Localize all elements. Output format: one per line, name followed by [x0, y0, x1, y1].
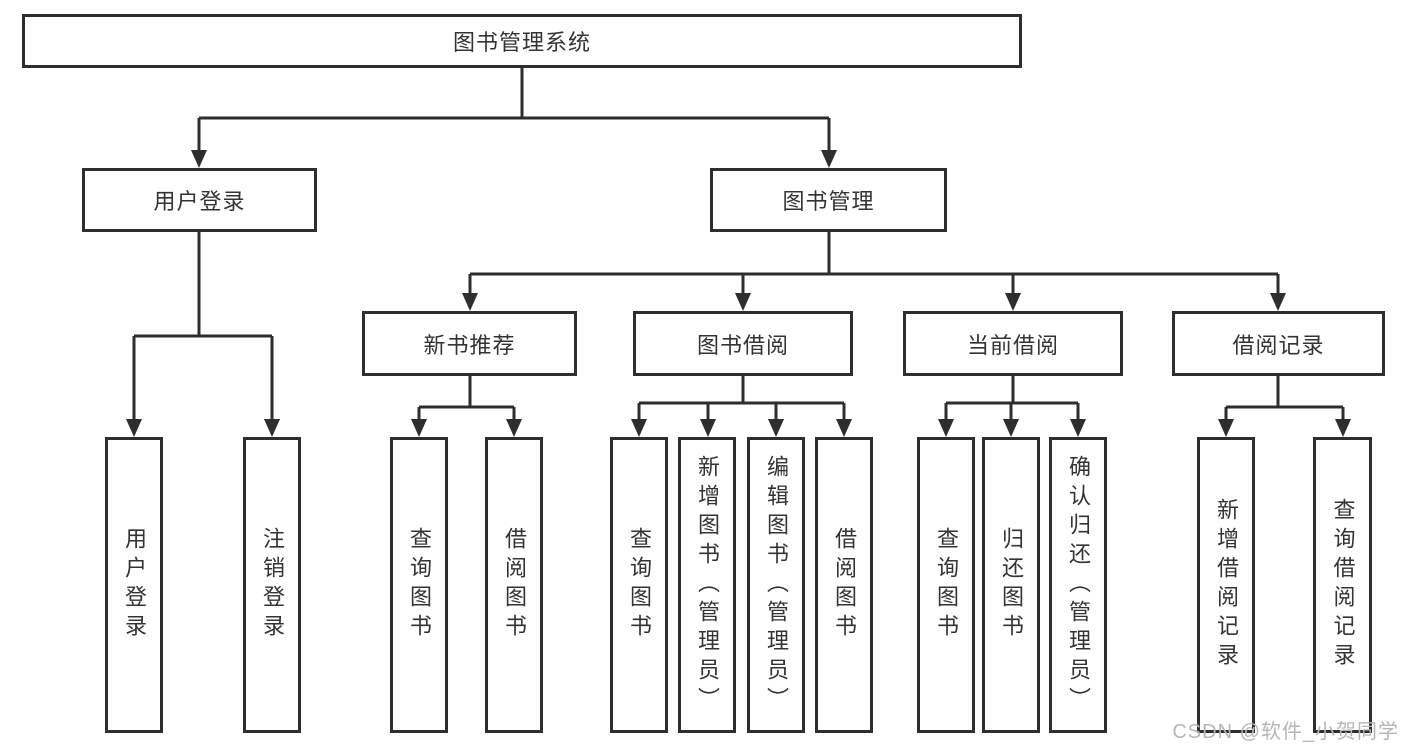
leaf-borrow-query-label: 查询图书 — [627, 527, 652, 643]
node-current-borrow-label: 当前借阅 — [966, 332, 1059, 358]
leaf-current-return: 归还图书 — [982, 437, 1040, 733]
node-user-login: 用户登录 — [82, 168, 317, 232]
node-borrow-record-label: 借阅记录 — [1232, 332, 1325, 358]
node-user-login-label: 用户登录 — [153, 189, 246, 214]
node-new-book-recommend-label: 新书推荐 — [423, 332, 516, 358]
node-borrow-record: 借阅记录 — [1172, 311, 1385, 376]
csdn-watermark: CSDN @软件_小贺同学 — [1172, 721, 1399, 743]
leaf-borrow-book: 借阅图书 — [815, 437, 873, 733]
leaf-current-return-label: 归还图书 — [999, 527, 1024, 643]
leaf-borrow-edit-admin: 编辑图书（管理员） — [747, 437, 805, 733]
leaf-borrow-add-admin-label: 新增图书（管理员） — [695, 454, 720, 716]
leaf-newbook-borrow: 借阅图书 — [485, 437, 543, 733]
node-book-borrow-label: 图书借阅 — [696, 332, 789, 358]
leaf-current-confirm-admin-label: 确认归还（管理员） — [1066, 454, 1091, 716]
leaf-record-add-label: 新增借阅记录 — [1214, 498, 1239, 672]
node-book-management: 图书管理 — [710, 168, 947, 232]
leaf-record-add: 新增借阅记录 — [1197, 437, 1255, 733]
leaf-user-login: 用户登录 — [105, 437, 163, 733]
leaf-borrow-book-label: 借阅图书 — [832, 527, 857, 643]
leaf-logout-label: 注销登录 — [260, 527, 285, 643]
node-root-label: 图书管理系统 — [452, 30, 591, 55]
leaf-borrow-edit-admin-label: 编辑图书（管理员） — [764, 454, 789, 716]
node-book-borrow: 图书借阅 — [633, 311, 853, 376]
leaf-logout: 注销登录 — [243, 437, 301, 733]
leaf-current-confirm-admin: 确认归还（管理员） — [1049, 437, 1107, 733]
leaf-current-query-label: 查询图书 — [934, 527, 959, 643]
node-book-management-label: 图书管理 — [782, 189, 875, 214]
leaf-newbook-borrow-label: 借阅图书 — [502, 527, 527, 643]
node-root: 图书管理系统 — [22, 14, 1022, 68]
leaf-borrow-add-admin: 新增图书（管理员） — [678, 437, 736, 733]
leaf-current-query: 查询图书 — [917, 437, 975, 733]
leaf-record-query-label: 查询借阅记录 — [1330, 498, 1356, 672]
leaf-newbook-query-label: 查询图书 — [407, 527, 432, 643]
node-new-book-recommend: 新书推荐 — [362, 311, 577, 376]
leaf-newbook-query: 查询图书 — [390, 437, 448, 733]
leaf-borrow-query: 查询图书 — [610, 437, 668, 733]
leaf-user-login-label: 用户登录 — [122, 527, 147, 643]
leaf-record-query: 查询借阅记录 — [1313, 437, 1372, 733]
node-current-borrow: 当前借阅 — [903, 311, 1123, 376]
